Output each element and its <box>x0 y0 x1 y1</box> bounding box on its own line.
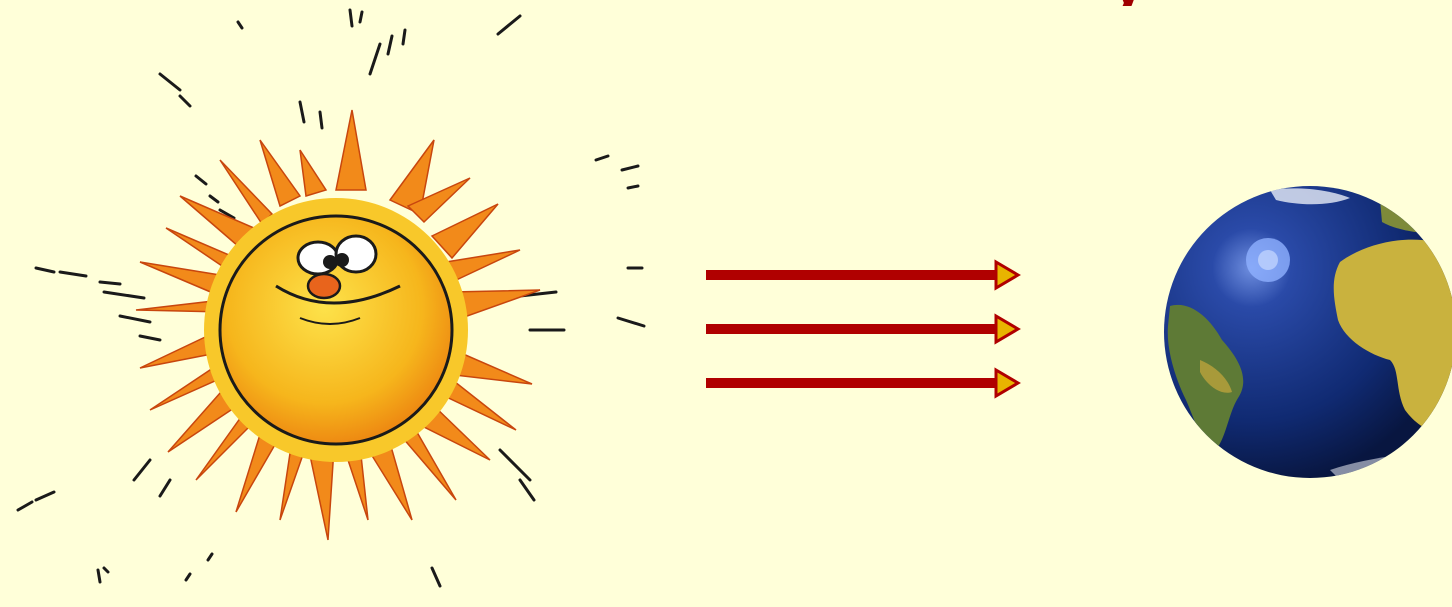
light-arrows <box>706 262 1018 396</box>
arrow-3 <box>706 370 1018 396</box>
earth-icon <box>1164 186 1452 480</box>
sun-nose-icon <box>308 274 340 298</box>
arrow-1 <box>706 262 1018 288</box>
sun-icon <box>18 10 644 586</box>
arrow-2 <box>706 316 1018 342</box>
